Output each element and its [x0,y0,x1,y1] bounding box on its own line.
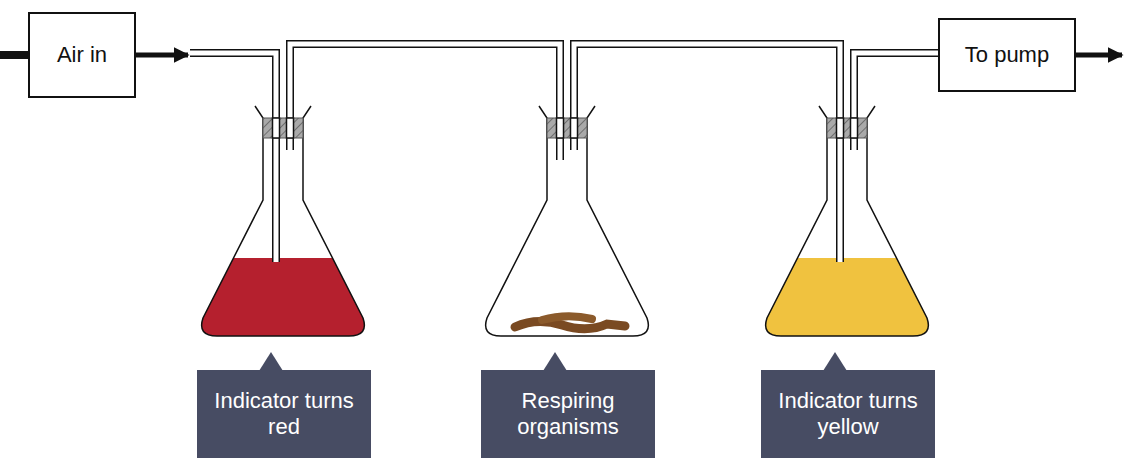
glass-tubes [190,44,938,262]
flask [202,106,365,336]
red-indicator [202,258,365,336]
callout-label: Indicator turns yellow [761,370,935,458]
stopper [263,118,303,138]
tube [290,44,560,160]
worm [542,316,592,320]
worm [515,321,625,328]
flask [766,106,929,336]
tube [287,118,294,138]
callout-pointer [543,352,567,371]
box-label: To pump [965,42,1049,68]
callout-label: Indicator turns red [197,370,371,458]
callout-text: Respiring organisms [498,388,638,441]
flask-outline [486,106,649,336]
tube [557,118,564,138]
callout-pointers [259,352,847,371]
callout-label: Respiring organisms [481,370,655,458]
stoppers [263,118,867,138]
box-label: Air in [57,42,107,68]
outlet-box: To pump [938,18,1076,92]
outlet-arrow [1076,53,1122,58]
tube [837,118,844,138]
flask [486,106,649,336]
inlet-arrow [136,53,188,58]
callout-text: Indicator turns yellow [778,388,918,441]
tube [190,53,276,262]
tube [273,118,280,138]
inlet-arrow [0,51,28,59]
tube [571,118,578,138]
flask-outline [766,106,929,336]
stopper [827,118,867,138]
tube [851,118,858,138]
tube [190,53,276,262]
callout-pointer [259,352,283,371]
tube [290,44,560,160]
callout-text: Indicator turns red [214,388,354,441]
callout-pointer [823,352,847,371]
tube [574,44,840,262]
stopper [547,118,587,138]
flask-outline [202,106,365,336]
tube [574,44,840,262]
yellow-indicator [766,258,929,336]
inlet-box: Air in [28,12,136,98]
